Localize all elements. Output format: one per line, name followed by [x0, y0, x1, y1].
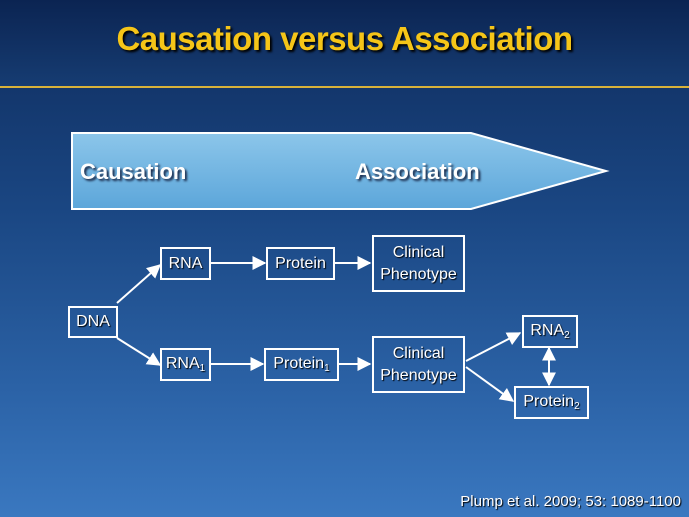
protein1-subscript: 1 [324, 362, 330, 374]
arrow-dna-to-rna1 [116, 337, 162, 366]
clinical-phenotype-node-bottom: Clinical Phenotype [372, 336, 465, 393]
clinical-top-line1: Clinical [392, 243, 445, 261]
clinical-bottom-line1: Clinical [392, 344, 445, 362]
clinical-bottom-line2: Phenotype [380, 366, 457, 384]
rna1-node: RNA1 [160, 348, 211, 381]
rna1-node-label: RNA1 [166, 353, 205, 377]
protein-node-label: Protein [275, 254, 326, 272]
causation-label: Causation [80, 159, 187, 184]
protein1-node: Protein1 [264, 348, 339, 381]
rna2-base: RNA [530, 321, 565, 339]
association-label: Association [355, 159, 480, 184]
arrow-dna-to-rna [116, 264, 162, 304]
arrow-clinical-to-rna2 [465, 332, 522, 362]
clinical-top-line2: Phenotype [380, 265, 457, 283]
clinical-phenotype-node-top: Clinical Phenotype [372, 235, 465, 292]
causation-association-arrow [71, 132, 610, 210]
protein1-node-label: Protein1 [273, 353, 329, 377]
rna2-node: RNA2 [522, 315, 578, 348]
title-divider [0, 86, 689, 88]
rna2-node-label: RNA2 [530, 320, 569, 344]
rna2-subscript: 2 [564, 329, 570, 341]
citation-text: Plump et al. 2009; 53: 1089-1100 [460, 493, 681, 510]
arrow-clinical-to-protein2 [465, 366, 515, 402]
protein-node: Protein [266, 247, 335, 280]
rna1-subscript: 1 [199, 362, 206, 374]
protein2-subscript: 2 [574, 400, 580, 412]
rna1-base: RNA [165, 354, 200, 372]
dna-node-label: DNA [76, 313, 110, 330]
title-band [0, 0, 689, 86]
rna-node: RNA [160, 247, 211, 280]
protein2-node: Protein2 [514, 386, 589, 419]
protein2-base: Protein [523, 392, 575, 410]
dna-node: DNA [68, 306, 118, 338]
rna-node-label: RNA [168, 254, 203, 272]
protein2-node-label: Protein2 [523, 391, 579, 415]
protein1-base: Protein [273, 354, 325, 372]
slide-title: Causation versus Association [116, 20, 573, 57]
